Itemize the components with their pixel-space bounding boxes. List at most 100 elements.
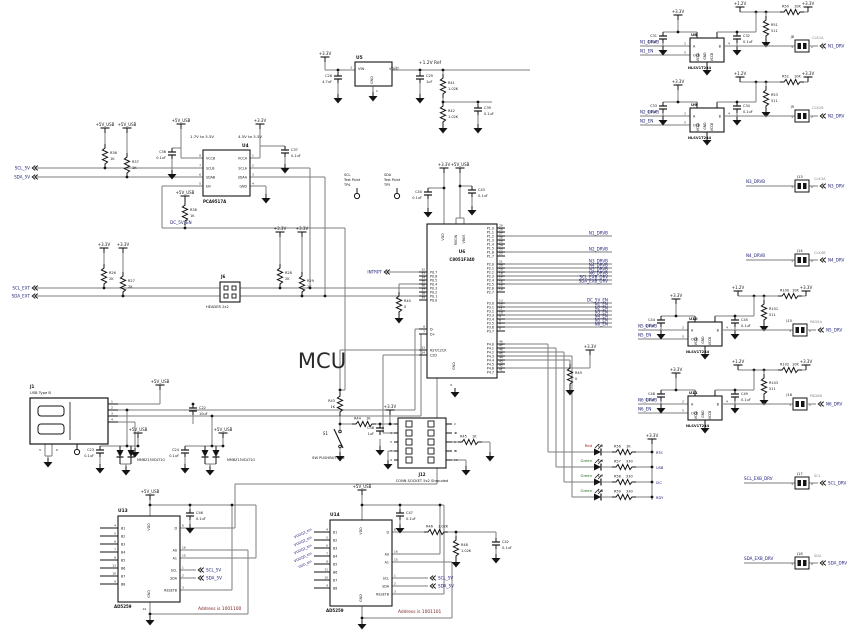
label: GND (701, 336, 705, 344)
junction-dot (148, 612, 152, 616)
label: N1_DRV (828, 44, 844, 49)
label: 8 (199, 154, 201, 158)
label: R56 (614, 445, 621, 449)
jumper-pad (797, 113, 801, 119)
label: 0.1uF (502, 546, 512, 550)
label: 6 (182, 524, 184, 528)
net-port-icon (31, 165, 36, 171)
net-port-icon (429, 583, 434, 589)
label: 1 (791, 45, 793, 49)
label: N3_DRVB (589, 259, 608, 264)
label: 5 (682, 335, 684, 339)
label: J6 (220, 274, 225, 279)
label: 4 (114, 524, 116, 528)
label: +3.3V (672, 9, 685, 14)
label: 5 (390, 440, 392, 444)
label: U13 (118, 508, 128, 514)
led-icon (594, 448, 601, 456)
ground-icon (383, 464, 393, 470)
label: Test Point (383, 178, 401, 182)
led-arrow (597, 489, 603, 495)
label: SCL (383, 576, 389, 580)
jumper-icon (792, 323, 808, 337)
label: C39 (484, 106, 491, 110)
net-port-icon (200, 567, 205, 573)
label: SCL_EXT (12, 286, 30, 291)
label: 4 (111, 418, 113, 422)
label: 2 (454, 422, 456, 426)
net-port-icon (34, 285, 39, 291)
label: CLK1A (812, 36, 824, 40)
label: P4.4 (487, 358, 494, 362)
label: N4_DRVB (589, 263, 608, 268)
label: EN (206, 184, 211, 188)
led-arrow (594, 443, 600, 449)
label: R48 (461, 543, 468, 547)
junction-dot (735, 100, 739, 104)
label: 20 (499, 264, 503, 268)
label: 511 (771, 99, 778, 103)
label: 1.02K (448, 87, 459, 91)
label: N1_EN (640, 49, 653, 54)
label: 29 (499, 224, 503, 228)
net-port-icon (820, 327, 825, 333)
label: C23 (87, 448, 94, 452)
label: VDD_sm (298, 559, 313, 569)
label: C34 (743, 104, 751, 108)
label: R42 (448, 109, 455, 113)
label: +5V_USB (451, 162, 470, 167)
resistor-icon (612, 493, 636, 501)
label: J1 (29, 384, 34, 389)
label: +5V_USB (118, 122, 137, 127)
ground-icon (185, 528, 195, 534)
label: D- (430, 327, 435, 331)
header-pin (223, 293, 229, 299)
label: SDA_DRV (828, 561, 847, 566)
label: R45 (460, 435, 467, 439)
label: RTS (656, 451, 663, 455)
ground-icon (333, 98, 343, 104)
label: A1 (173, 556, 177, 560)
label: Test Point (343, 178, 361, 182)
label: +3.3V (800, 285, 813, 290)
ic-body (202, 149, 251, 197)
led-arrow (597, 474, 603, 480)
label: SDA (170, 576, 178, 580)
label: 10K (794, 5, 801, 9)
jumper-icon (794, 179, 810, 193)
ground-icon (700, 428, 710, 434)
resistor-icon (778, 292, 802, 300)
net-port-icon (819, 113, 824, 119)
label: 0.1uF (478, 194, 488, 198)
label: B6 (121, 566, 125, 570)
label: B7 (333, 578, 337, 582)
net-port-icon (31, 285, 36, 291)
ground-icon (145, 620, 155, 626)
label: 8 (499, 319, 501, 323)
label: P4.2 (487, 350, 494, 354)
label: D5 (598, 443, 604, 448)
label: 4 (728, 42, 730, 46)
resistor-icon (780, 8, 804, 16)
ic-body (689, 107, 725, 133)
label: 7 (423, 330, 425, 334)
label: PAD6B (810, 394, 822, 398)
resistor-icon (298, 272, 306, 296)
label: VCCA (696, 122, 700, 131)
label: R101 (769, 307, 778, 311)
label: 511 (769, 313, 776, 317)
label: P3.5 (487, 321, 494, 325)
label: P0.4 (430, 282, 437, 286)
label: R59 (614, 490, 621, 494)
label: 2 (809, 329, 811, 333)
label: 1.02K (461, 549, 472, 553)
label: P4.3 (487, 354, 494, 358)
label: P0.5 (430, 278, 437, 282)
resistor-icon (439, 102, 447, 126)
net-port-icon (822, 183, 827, 189)
ground-icon (761, 112, 771, 118)
label: U9 (691, 102, 697, 107)
net-port-icon (822, 43, 827, 49)
label: 1K (132, 166, 137, 170)
switch-contact (338, 444, 342, 449)
